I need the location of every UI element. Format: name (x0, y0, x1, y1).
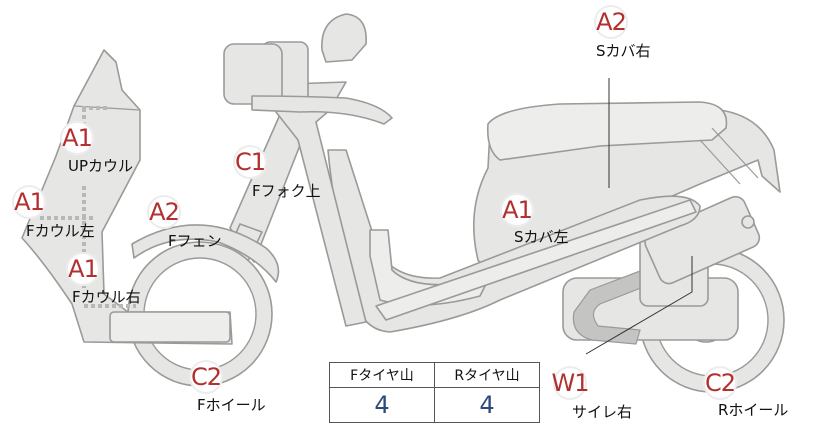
part-label-f-cowl-left: Fカウル左 (26, 222, 95, 240)
part-code-badge-r-wheel: C2 (703, 366, 737, 400)
front-tire-tread-value: 4 (329, 387, 435, 423)
engine-swingarm-shape (562, 195, 761, 345)
part-code-badge-f-cowl-right: A1 (66, 252, 100, 286)
part-code-badge-s-cover-left: A1 (500, 193, 534, 227)
part-code-badge-f-fender: A2 (147, 195, 181, 229)
tire-tread-table: Fタイヤ山 Rタイヤ山 4 4 (329, 362, 540, 423)
part-code-badge-muffler-right: W1 (552, 366, 590, 400)
front-fender-shape (131, 224, 280, 283)
part-label-f-wheel: Fホイール (197, 396, 266, 414)
part-label-f-fender: Fフェン (168, 232, 222, 250)
part-label-up-cowl: UPカウル (68, 157, 134, 175)
rear-tire-tread-header: Rタイヤ山 (434, 362, 540, 388)
part-label-f-fork-upper: Fフォク上 (252, 182, 321, 200)
part-label-f-cowl-right: Fカウル右 (72, 288, 141, 306)
floor-frame-shape (327, 149, 701, 333)
leader-line-muffler (585, 256, 693, 355)
part-label-r-wheel: Rホイール (718, 401, 789, 419)
rear-tire-tread-value: 4 (434, 387, 540, 423)
part-code-badge-up-cowl: A1 (60, 121, 94, 155)
part-code-badge-f-fork-upper: C1 (233, 145, 267, 179)
part-label-s-cover-right: Sカバ右 (596, 42, 651, 60)
part-code-badge-s-cover-right: A2 (594, 5, 628, 39)
front-tire-tread-header: Fタイヤ山 (329, 362, 435, 388)
part-label-muffler-right: サイレ右 (572, 403, 633, 421)
part-label-s-cover-left: Sカバ左 (514, 228, 569, 246)
part-code-badge-f-cowl-left: A1 (12, 185, 46, 219)
part-code-badge-f-wheel: C2 (189, 360, 223, 394)
